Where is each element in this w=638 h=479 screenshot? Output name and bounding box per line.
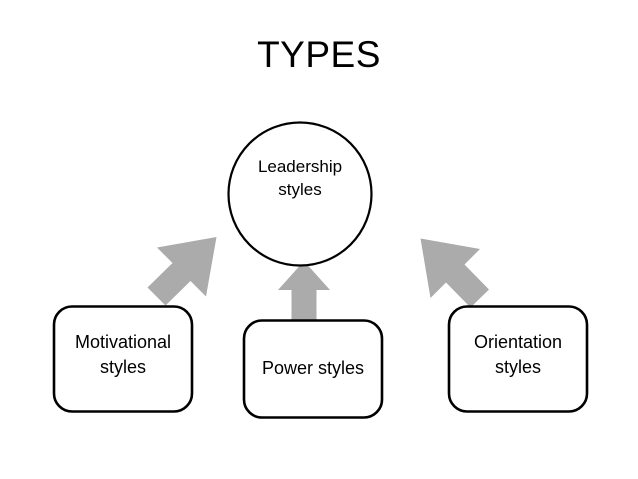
- arrow-power-to-leadership: [278, 261, 330, 322]
- orientation-styles-label: Orientation styles: [473, 332, 563, 377]
- leadership-styles-label: Leadership styles: [257, 157, 343, 199]
- power-styles-label: Power styles: [261, 358, 365, 378]
- motivational-styles-box[interactable]: [52, 305, 194, 413]
- power-styles-box[interactable]: [242, 319, 384, 419]
- motivational-styles-label: Motivational styles: [74, 332, 172, 377]
- arrow-orientation-to-leadership: [420, 238, 489, 308]
- arrow-motivational-to-leadership: [147, 237, 217, 306]
- orientation-styles-box[interactable]: [447, 305, 589, 413]
- page-title: TYPES: [257, 34, 381, 75]
- leadership-styles-circle[interactable]: [227, 121, 373, 267]
